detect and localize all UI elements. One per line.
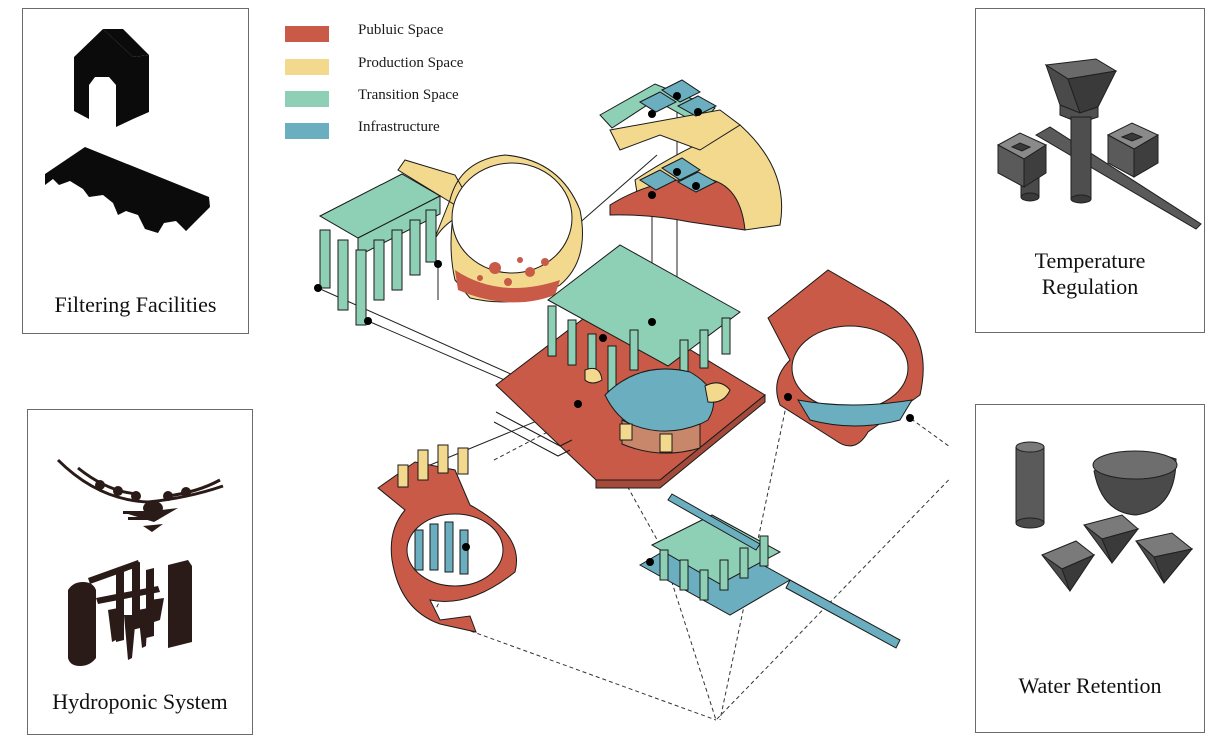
legend-label: Transition Space xyxy=(358,87,459,103)
water-retention-icon xyxy=(1015,441,1194,593)
legend-swatch-public xyxy=(285,26,329,42)
central-public-platform xyxy=(495,244,766,489)
junction-dots xyxy=(314,92,914,566)
hydroponic-system-icon xyxy=(56,458,224,666)
panel-water-retention: Water Retention xyxy=(975,404,1205,733)
legend-label: Publuic Space xyxy=(358,22,444,38)
panel-title-line1: Temperature xyxy=(1034,248,1146,273)
legend-label: Infrastructure xyxy=(358,119,440,135)
filtering-facility-icon xyxy=(45,29,210,233)
panel-hydroponic-system: Hydroponic System xyxy=(27,409,253,735)
top-left-ring-module xyxy=(397,154,583,303)
panel-title: Hydroponic System xyxy=(52,689,228,714)
legend-item-infrastructure: Infrastructure xyxy=(285,119,525,139)
right-ring-module xyxy=(767,269,924,447)
panel-title-line2: Regulation xyxy=(1041,274,1139,299)
panel-temperature-regulation: Temperature Regulation xyxy=(975,8,1205,333)
lower-left-ring-module xyxy=(377,444,517,633)
temperature-regulation-icon xyxy=(996,58,1202,230)
legend-item-production-space: Production Space xyxy=(285,55,525,75)
legend-item-public-space: Publuic Space xyxy=(285,22,525,42)
panel-filtering-facilities: Filtering Facilities xyxy=(22,8,249,334)
legend-label: Production Space xyxy=(358,55,464,71)
legend-swatch-production xyxy=(285,59,329,75)
left-colonnade-module xyxy=(318,173,442,326)
legend-swatch-transition xyxy=(285,91,329,107)
legend-item-transition-space: Transition Space xyxy=(285,87,525,107)
exploded-axonometric-diagram xyxy=(314,79,950,721)
panel-title: Filtering Facilities xyxy=(54,292,217,317)
legend: Publuic Space Production Space Transitio… xyxy=(285,18,545,148)
top-arch-module xyxy=(599,79,783,231)
legend-swatch-infrastructure xyxy=(285,123,329,139)
panel-title: Water Retention xyxy=(1018,673,1162,698)
lower-right-colonnade-module xyxy=(638,493,901,649)
